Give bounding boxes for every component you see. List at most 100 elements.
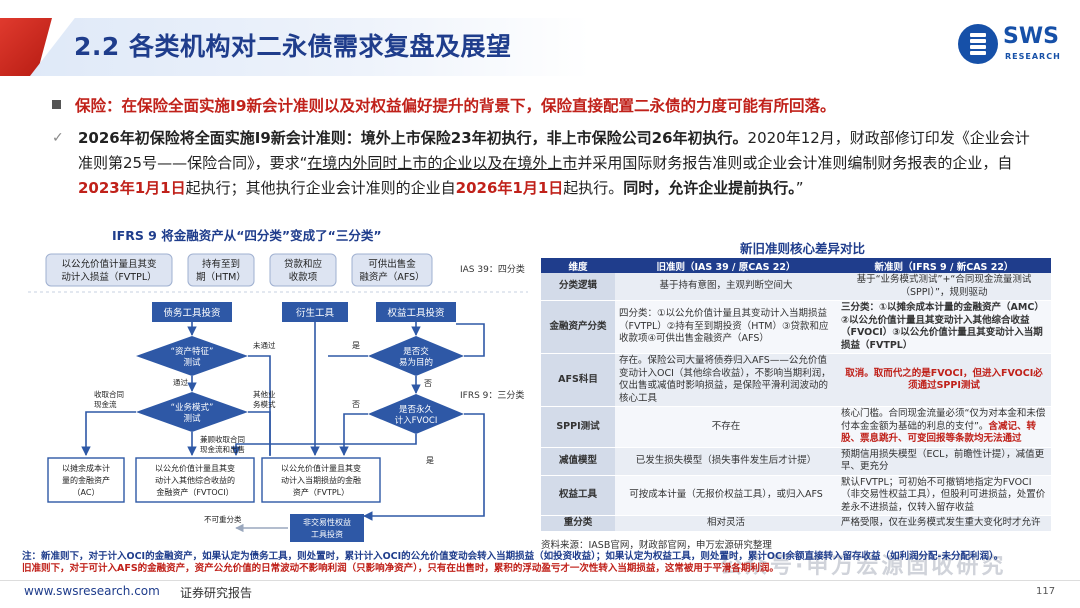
result-ac-line1: 以摊余成本计 [62, 463, 110, 473]
edge-label-collect-sell-1: 兼顾收取合同 [200, 434, 245, 444]
old-class-box-htm: 持有至到 期（HTM） [187, 253, 255, 287]
title-bar: 2.2 各类机构对二永债需求复盘及展望 SWS RESEARCH [0, 0, 1080, 88]
diagram-title: IFRS 9 将金融资产从“四分类”变成了“三分类” [112, 228, 382, 243]
old-class-fvtpl-line2: 动计入损益（FVTPL） [61, 271, 156, 283]
footnote-old-standard: 旧准则下，对于可计入AFS的金融资产，资产公允价值的日常波动不影响利润（只影响净… [22, 563, 779, 574]
ifrs9-classification-diagram: 以公允价值计量且其变 动计入损益（FVTPL） 持有至到 期（HTM） 贷款和应… [28, 253, 528, 542]
date-2026: 2026年1月1日 [455, 179, 564, 197]
footnote-new-standard: 注：新准则下，对于计入OCI的金融资产，如果认定为债务工具，则处置时，累计计入O… [22, 551, 1004, 562]
permanent-fvoci-line2: 计入FVOCI [395, 415, 438, 426]
old-class-loans-line1: 贷款和应 [284, 258, 323, 270]
table-row: 减值模型 已发生损失模型（损失事件发生后才计提） 预期信用损失模型（ECL，前瞻… [541, 447, 1051, 476]
table-row: 金融资产分类 四分类：①以公允价值计量且其变动计入当期损益（FVTPL）②持有至… [541, 300, 1051, 354]
edge-label-yes-1: 是 [352, 341, 360, 350]
old-class-box-afs: 可供出售金 融资产（AFS） [351, 253, 433, 287]
old-class-fvtpl-line1: 以公允价值计量且其变 [61, 258, 157, 270]
edge-label-collect-cash-2: 现金流 [94, 399, 117, 409]
result-box-fvtpl: 以公允价值计量且其变 动计入当期损益的金融 资产（FVTPL） [261, 457, 381, 503]
non-trading-line2: 工具投资 [311, 529, 343, 539]
table-row: 分类逻辑 基于持有意图，主观判断空间大 基于“业务模式测试”+“合同现金流量测试… [541, 273, 1051, 301]
footer-website-link[interactable]: www.swsresearch.com [24, 584, 160, 598]
result-box-fvtoci: 以公允价值计量且其变 动计入其他综合收益的 金融资产（FVTOCI） [135, 457, 255, 503]
derivative-label: 衍生工具 [296, 307, 335, 319]
bullet-i9-part4: 起执行。 [563, 179, 624, 197]
edge-label-no-2: 否 [352, 400, 360, 409]
header-dimension: 维度 [541, 258, 615, 273]
page-number: 117 [1036, 586, 1056, 597]
old-class-box-fvtpl: 以公允价值计量且其变 动计入损益（FVTPL） [45, 253, 173, 287]
row-dim-impairment: 减值模型 [541, 447, 615, 476]
debt-instrument-box: 债务工具投资 [152, 302, 232, 322]
sws-logo: SWS RESEARCH [958, 22, 1066, 68]
bullet-i9-early-adoption: 同时，允许企业提前执行。 [623, 179, 796, 197]
check-bullet-icon: ✓ [52, 130, 64, 146]
logo-mark-icon [958, 24, 998, 64]
trading-purpose-line1: 是否交 [403, 346, 429, 357]
result-fvtpl-line3: 资产（FVTPL） [293, 487, 349, 497]
old-class-htm-line1: 持有至到 [202, 258, 240, 270]
non-trading-line1: 非交易性权益 [303, 517, 351, 527]
bullet-i9-lead: 2026年初保险将全面实施I9新会计准则：境外上市保险23年初执行，非上市保险公… [78, 129, 748, 147]
header-new-standard: 新准则（IFRS 9 / 新CAS 22） [837, 258, 1051, 273]
row-new-impairment: 预期信用损失模型（ECL，前瞻性计提），减值更早、更充分 [837, 447, 1051, 476]
row-new-afs: 取消。取而代之的是FVOCI，但进入FVOCI必须通过SPPI测试 [837, 353, 1051, 407]
edge-label-pass: 通过 [173, 377, 188, 387]
table-row: 权益工具 可按成本计量（无报价权益工具），或归入AFS 默认FVTPL；可初始不… [541, 475, 1051, 516]
result-fvtpl-line1: 以公允价值计量且其变 [281, 463, 361, 473]
old-class-loans-line2: 收款项 [289, 271, 318, 283]
row-new-classification: 三分类：①以摊余成本计量的金融资产（AMC）②以公允价值计量且其变动计入其他综合… [837, 300, 1051, 354]
business-model-test-line1: “业务模式” [171, 402, 214, 413]
result-fvtoci-line2: 动计入其他综合收益的 [155, 475, 235, 485]
old-class-afs-line2: 融资产（AFS） [359, 271, 424, 283]
row-old-equity: 可按成本计量（无报价权益工具），或归入AFS [615, 475, 837, 516]
diamond-business-model-test: “业务模式” 测试 [136, 392, 248, 432]
logo-subtext: RESEARCH [1005, 52, 1061, 61]
non-trading-equity-box: 非交易性权益 工具投资 [290, 514, 364, 542]
edge-label-collect-sell-2: 现金流和出售 [200, 444, 245, 454]
footnotes: 注：新准则下，对于计入OCI的金融资产，如果认定为债务工具，则处置时，累计计入O… [22, 551, 1062, 575]
title-band [30, 18, 590, 76]
asset-feature-test-line1: “资产特征” [171, 346, 214, 357]
square-bullet-icon [52, 100, 61, 109]
old-class-afs-line1: 可供出售金 [368, 258, 416, 270]
result-fvtpl-line2: 动计入当期损益的金融 [281, 475, 361, 485]
ias39-label: IAS 39：四分类 [460, 263, 525, 275]
footer-divider [0, 580, 1080, 581]
edge-label-no-reclass: 不可重分类 [204, 514, 242, 524]
bullet-i9-underline: 在境内外同时上市的企业以及在境外上市 [307, 154, 578, 172]
bullet-insurance-text: 保险：在保险全面实施I9新会计准则以及对权益偏好提升的背景下，保险直接配置二永债… [75, 97, 836, 115]
standards-comparison-table: 维度 旧准则（IAS 39 / 原CAS 22） 新准则（IFRS 9 / 新C… [541, 258, 1051, 532]
diamond-permanent-fvoci: 是否永久 计入FVOCI [368, 394, 464, 434]
page-title: 2.2 各类机构对二永债需求复盘及展望 [74, 32, 512, 61]
header-old-standard: 旧准则（IAS 39 / 原CAS 22） [615, 258, 837, 273]
row-new-logic: 基于“业务模式测试”+“合同现金流量测试（SPPI）”，规则驱动 [837, 273, 1051, 301]
permanent-fvoci-line1: 是否永久 [399, 404, 434, 415]
source-note: 资料来源：IASB官网，财政部官网，申万宏源研究整理 [541, 540, 772, 551]
bullet-insurance-summary: 保险：在保险全面实施I9新会计准则以及对权益偏好提升的背景下，保险直接配置二永债… [52, 94, 1052, 118]
row-old-sppi: 不存在 [615, 406, 837, 448]
row-new-sppi-highlight: 含减记、转股、票息跳升、可变回报等条款均无法通过 [841, 420, 1036, 445]
edge-label-yes-2: 是 [426, 456, 434, 465]
table-row: 重分类 相对灵活 严格受限，仅在业务模式发生重大变化时才允许 [541, 515, 1051, 532]
asset-feature-test-line2: 测试 [183, 357, 201, 368]
bullet-i9-text: 2026年初保险将全面实施I9新会计准则：境外上市保险23年初执行，非上市保险公… [52, 126, 1042, 201]
watermark: 公众号·申万宏源固收研究 [720, 554, 1007, 579]
edge-label-fail: 未通过 [253, 340, 276, 350]
bullet-i9-part3: 起执行；其他执行企业会计准则的企业自 [185, 179, 456, 197]
row-old-reclass: 相对灵活 [615, 515, 837, 532]
business-model-test-line2: 测试 [183, 413, 201, 424]
equity-instrument-box: 权益工具投资 [376, 302, 456, 322]
bullet-i9-part2: 并采用国际财务报告准则或企业会计准则编制财务报表的企业，自 [577, 154, 1013, 172]
row-dim-classification: 金融资产分类 [541, 300, 615, 354]
debt-instrument-label: 债务工具投资 [163, 307, 221, 319]
table-header-row: 维度 旧准则（IAS 39 / 原CAS 22） 新准则（IFRS 9 / 新C… [541, 258, 1051, 273]
trading-purpose-line2: 易为目的 [399, 357, 433, 368]
row-dim-logic: 分类逻辑 [541, 273, 615, 301]
result-box-ac: 以摊余成本计 量的金融资产 （AC） [47, 457, 125, 503]
row-new-sppi-text: 核心门槛。合同现金流量必须“仅为对本金和未偿付本金金额为基础的利息的支付”。 [841, 408, 1046, 432]
derivative-box: 衍生工具 [282, 302, 348, 322]
row-old-classification: 四分类：①以公允价值计量且其变动计入当期损益（FVTPL）②持有至到期投资（HT… [615, 300, 837, 354]
edge-label-no-1: 否 [424, 379, 432, 388]
row-dim-equity: 权益工具 [541, 475, 615, 516]
result-ac-line2: 量的金融资产 [62, 475, 110, 485]
